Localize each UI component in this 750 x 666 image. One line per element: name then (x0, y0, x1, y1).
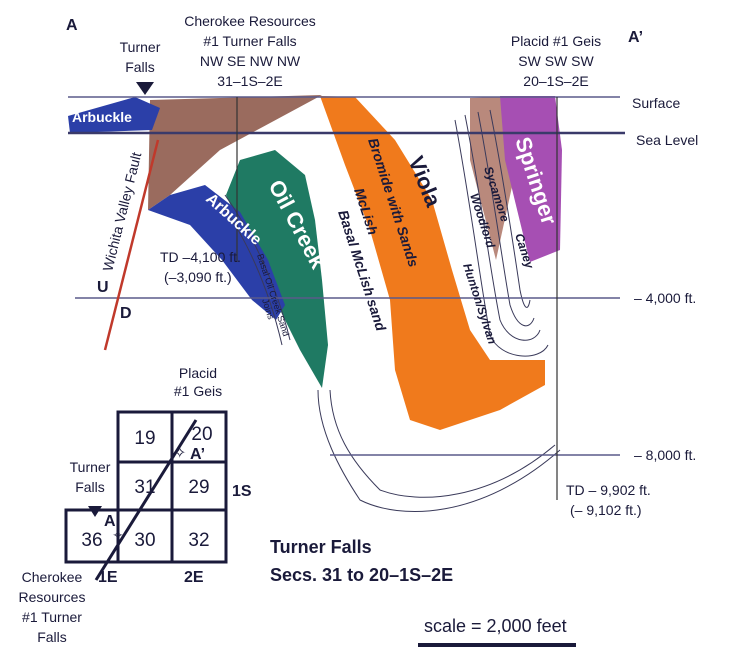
map-township-label: 1S (232, 483, 252, 500)
map-turner-label: Turner Falls (70, 459, 111, 495)
section-number-19: 19 (134, 428, 155, 449)
depth-4000-label: – 4,000 ft. (634, 290, 696, 306)
brown-block-left (148, 95, 322, 210)
svg-text:NW SE NW NW: NW SE NW NW (200, 53, 301, 69)
map-turner-marker-icon (88, 506, 102, 517)
section-start-label: A (66, 17, 78, 34)
placid-well-label: Placid #1 Geis SW SW SW 20–1S–2E (511, 33, 601, 89)
scale-label: scale = 2,000 feet (424, 616, 567, 636)
section-number-20: 20 (191, 424, 212, 445)
arbuckle-fold-body (148, 185, 285, 320)
section-box-29 (170, 460, 228, 512)
svg-text:#1 Turner: #1 Turner (22, 609, 82, 625)
surface-label: Surface (632, 95, 680, 111)
map-section-line (94, 419, 198, 581)
section-box-20 (170, 410, 228, 464)
svg-text:Turner: Turner (70, 459, 111, 475)
svg-text:Secs. 31 to 20–1S–2E: Secs. 31 to 20–1S–2E (270, 565, 453, 585)
section-box-32 (170, 508, 228, 564)
map-star-a-icon: ✧ (112, 527, 124, 543)
section-number-31: 31 (134, 477, 155, 498)
wichita-valley-fault-line (103, 139, 160, 351)
section-number-30: 30 (134, 530, 155, 551)
svg-text:Falls: Falls (37, 629, 67, 645)
section-number-32: 32 (188, 530, 209, 551)
svg-text:Falls: Falls (125, 59, 155, 75)
map-point-a2-label: A’ (190, 446, 205, 463)
turner-falls-top-label: Turner Falls (120, 39, 161, 75)
map-range-2e-label: 2E (184, 569, 204, 586)
svg-text:SW SW SW: SW SW SW (518, 53, 594, 69)
svg-text:Cherokee Resources: Cherokee Resources (184, 13, 316, 29)
svg-text:Falls: Falls (75, 479, 105, 495)
viola-body (320, 96, 545, 430)
fault-name-label: Wichita Valley Fault (99, 150, 144, 272)
svg-text:#1 Turner Falls: #1 Turner Falls (203, 33, 296, 49)
map-placid-label: Placid #1 Geis (174, 365, 222, 399)
sea-level-label: Sea Level (636, 132, 698, 148)
td-placid-label: TD – 9,902 ft. (– 9,102 ft.) (566, 482, 651, 518)
oil-creek-body (226, 150, 328, 388)
svg-text:Cherokee: Cherokee (22, 569, 83, 585)
svg-text:TD – 9,902 ft.: TD – 9,902 ft. (566, 482, 651, 498)
svg-text:Placid: Placid (179, 365, 217, 381)
reference-lines (68, 96, 625, 456)
svg-text:20–1S–2E: 20–1S–2E (523, 73, 588, 89)
map-cherokee-label: Cherokee Resources #1 Turner Falls (19, 569, 86, 645)
map-range-1e-label: 1E (98, 569, 118, 586)
svg-text:(– 9,102 ft.): (– 9,102 ft.) (570, 502, 642, 518)
svg-text:31–1S–2E: 31–1S–2E (217, 73, 282, 89)
fault-up-label: U (97, 279, 109, 296)
section-number-29: 29 (188, 477, 209, 498)
svg-text:Placid #1 Geis: Placid #1 Geis (511, 33, 601, 49)
map-point-a-label: A (104, 513, 116, 530)
svg-text:Turner: Turner (120, 39, 161, 55)
section-end-label: A’ (628, 29, 643, 46)
springer-body (500, 96, 562, 262)
turner-falls-marker-icon (136, 82, 154, 95)
location-map: ✧ ✧ 19 20 31 29 36 30 32 Placid #1 Geis … (19, 365, 252, 645)
td-cherokee-label: TD –4,100 ft. (–3,090 ft.) (160, 249, 241, 285)
section-box-19 (116, 410, 174, 464)
svg-text:Turner Falls: Turner Falls (270, 537, 372, 557)
section-number-36: 36 (81, 530, 102, 551)
svg-text:Resources: Resources (19, 589, 86, 605)
svg-text:TD –4,100 ft.: TD –4,100 ft. (160, 249, 241, 265)
cherokee-well-label: Cherokee Resources #1 Turner Falls NW SE… (184, 13, 316, 89)
svg-text:(–3,090 ft.): (–3,090 ft.) (164, 269, 232, 285)
diagram-title: Turner Falls Secs. 31 to 20–1S–2E (270, 537, 453, 585)
arbuckle-top-body (68, 97, 160, 133)
arbuckle-top-label: Arbuckle (72, 109, 132, 125)
depth-8000-label: – 8,000 ft. (634, 447, 696, 463)
svg-text:#1 Geis: #1 Geis (174, 383, 222, 399)
fault-down-label: D (120, 305, 132, 322)
map-star-a2-icon: ✧ (173, 445, 186, 462)
